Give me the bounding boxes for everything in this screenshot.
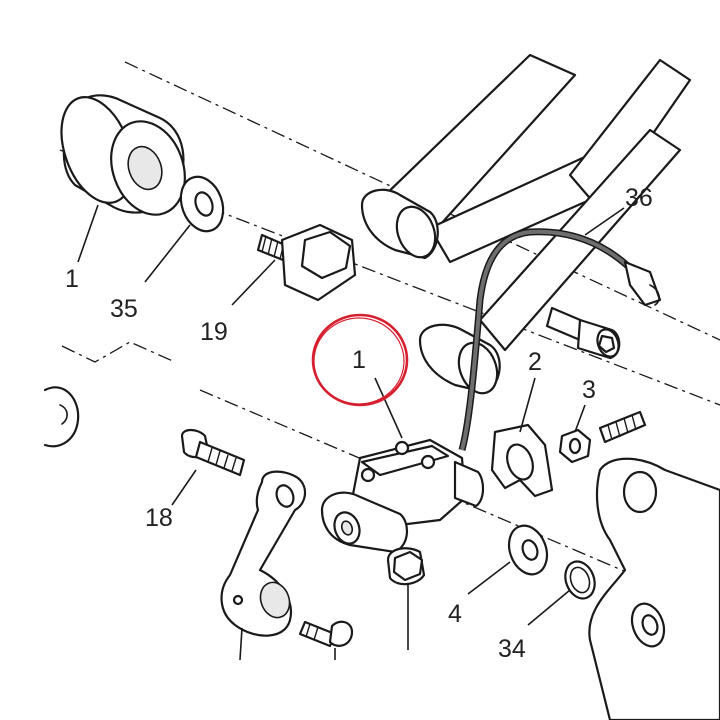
callout-3: 3 [582,376,596,404]
washer-part-35 [179,175,225,233]
socket-head-bolt [545,306,621,360]
stud-bolt-part-19 [256,223,357,302]
washer-part-4 [507,524,549,576]
sensor-cable-part-36 [458,228,662,451]
callout-1-roller: 1 [65,265,79,293]
callout-34: 34 [498,635,526,663]
flange-nut-lower [386,547,426,586]
pivot-boss-upper [360,188,439,260]
master-cylinder-part-1 [320,438,485,554]
threaded-rod [598,410,647,444]
o-ring-part-34 [564,560,596,600]
callout-18: 18 [145,504,173,532]
nut-part-3 [558,428,592,464]
partial-part-left [43,386,80,448]
callout-35: 35 [110,295,138,323]
small-bolt-lower [298,620,354,648]
highlight-ring [311,313,409,407]
callout-2: 2 [528,348,542,376]
bracket-clip-part-2 [490,423,554,498]
callout-labels: 1 35 19 1 36 2 3 18 4 34 [65,184,653,663]
callout-1-master-cylinder: 1 [352,346,366,374]
callout-36: 36 [625,184,653,212]
highlight-ring-inner [313,317,405,405]
callout-19: 19 [200,318,228,346]
pivot-boss-lower [418,323,501,395]
leader-lines [77,204,625,661]
roller-part-1 [60,94,186,216]
frame-plate-right [588,457,720,720]
bolt-part-18 [180,428,246,477]
callout-4: 4 [448,600,462,628]
lever-arm [220,470,307,637]
